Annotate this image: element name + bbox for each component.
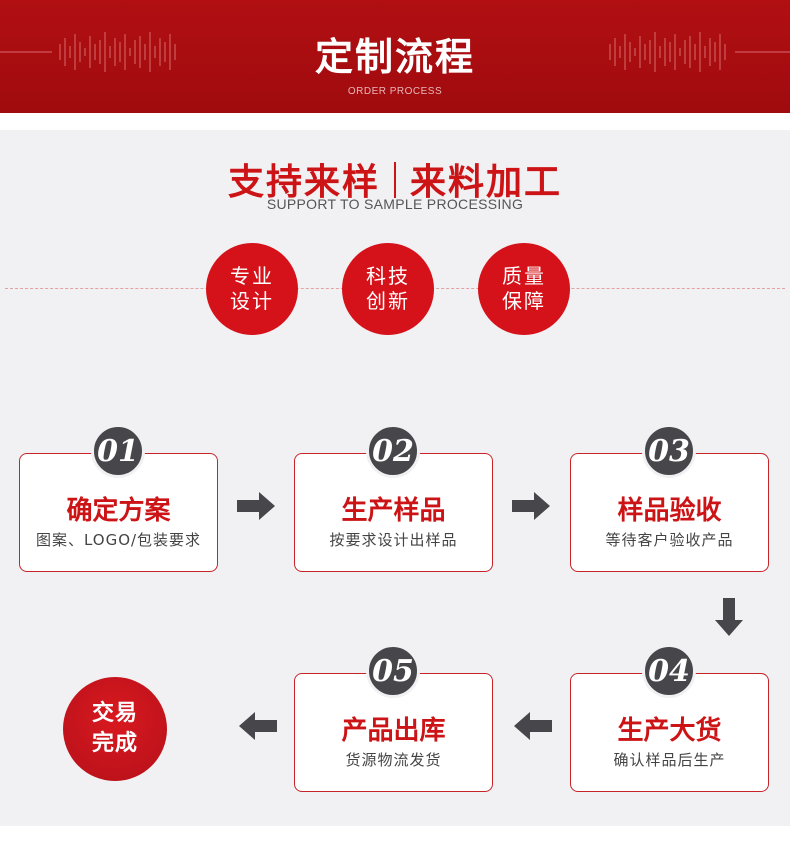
step-description: 等待客户验收产品 (605, 531, 734, 549)
arrow-right-icon (512, 492, 550, 520)
final-line: 完成 (91, 731, 138, 756)
step-number-badge: 05 (366, 644, 420, 698)
feature-badge: 专业 设计 (206, 243, 298, 335)
step-title: 确定方案 (66, 496, 171, 526)
feature-line: 创新 (366, 289, 410, 313)
step-title: 产品出库 (341, 716, 446, 746)
feature-line: 设计 (230, 289, 274, 313)
sound-wave-decoration (609, 32, 790, 72)
feature-line: 专业 (230, 264, 274, 288)
header-banner: 定制流程 ORDER PROCESS (0, 0, 790, 113)
sound-wave-decoration (0, 32, 176, 72)
step-title: 生产大货 (617, 716, 722, 746)
step-title: 样品验收 (617, 496, 722, 526)
arrow-left-icon (239, 712, 277, 740)
step-number-badge: 02 (366, 424, 420, 478)
final-line: 交易 (91, 701, 138, 726)
slogan-left: 支持来样 (227, 162, 380, 203)
slogan-right: 来料加工 (410, 162, 563, 203)
step-card: 产品出库 货源物流发货 (294, 673, 493, 792)
step-description: 图案、LOGO/包装要求 (35, 531, 202, 549)
step-description: 按要求设计出样品 (329, 531, 458, 549)
page-subtitle: ORDER PROCESS (347, 86, 443, 97)
feature-line: 科技 (366, 264, 410, 288)
step-description: 确认样品后生产 (613, 751, 726, 769)
feature-line: 保障 (502, 289, 546, 313)
arrow-right-icon (237, 492, 275, 520)
slogan-heading: 支持来样来料加工 (0, 153, 790, 205)
page-title: 定制流程 (314, 35, 475, 79)
arrow-down-icon (715, 598, 743, 636)
slogan-divider (394, 162, 396, 198)
feature-badge: 质量 保障 (478, 243, 570, 335)
feature-badge: 科技 创新 (342, 243, 434, 335)
step-description: 货源物流发货 (345, 751, 442, 769)
transaction-complete-badge: 交易 完成 (63, 677, 167, 781)
step-title: 生产样品 (341, 496, 446, 526)
step-number-badge: 01 (91, 424, 145, 478)
slogan-subtitle: SUPPORT TO SAMPLE PROCESSING (266, 196, 524, 212)
feature-line: 质量 (502, 264, 546, 288)
step-number-badge: 03 (642, 424, 696, 478)
step-number-badge: 04 (642, 644, 696, 698)
arrow-left-icon (514, 712, 552, 740)
